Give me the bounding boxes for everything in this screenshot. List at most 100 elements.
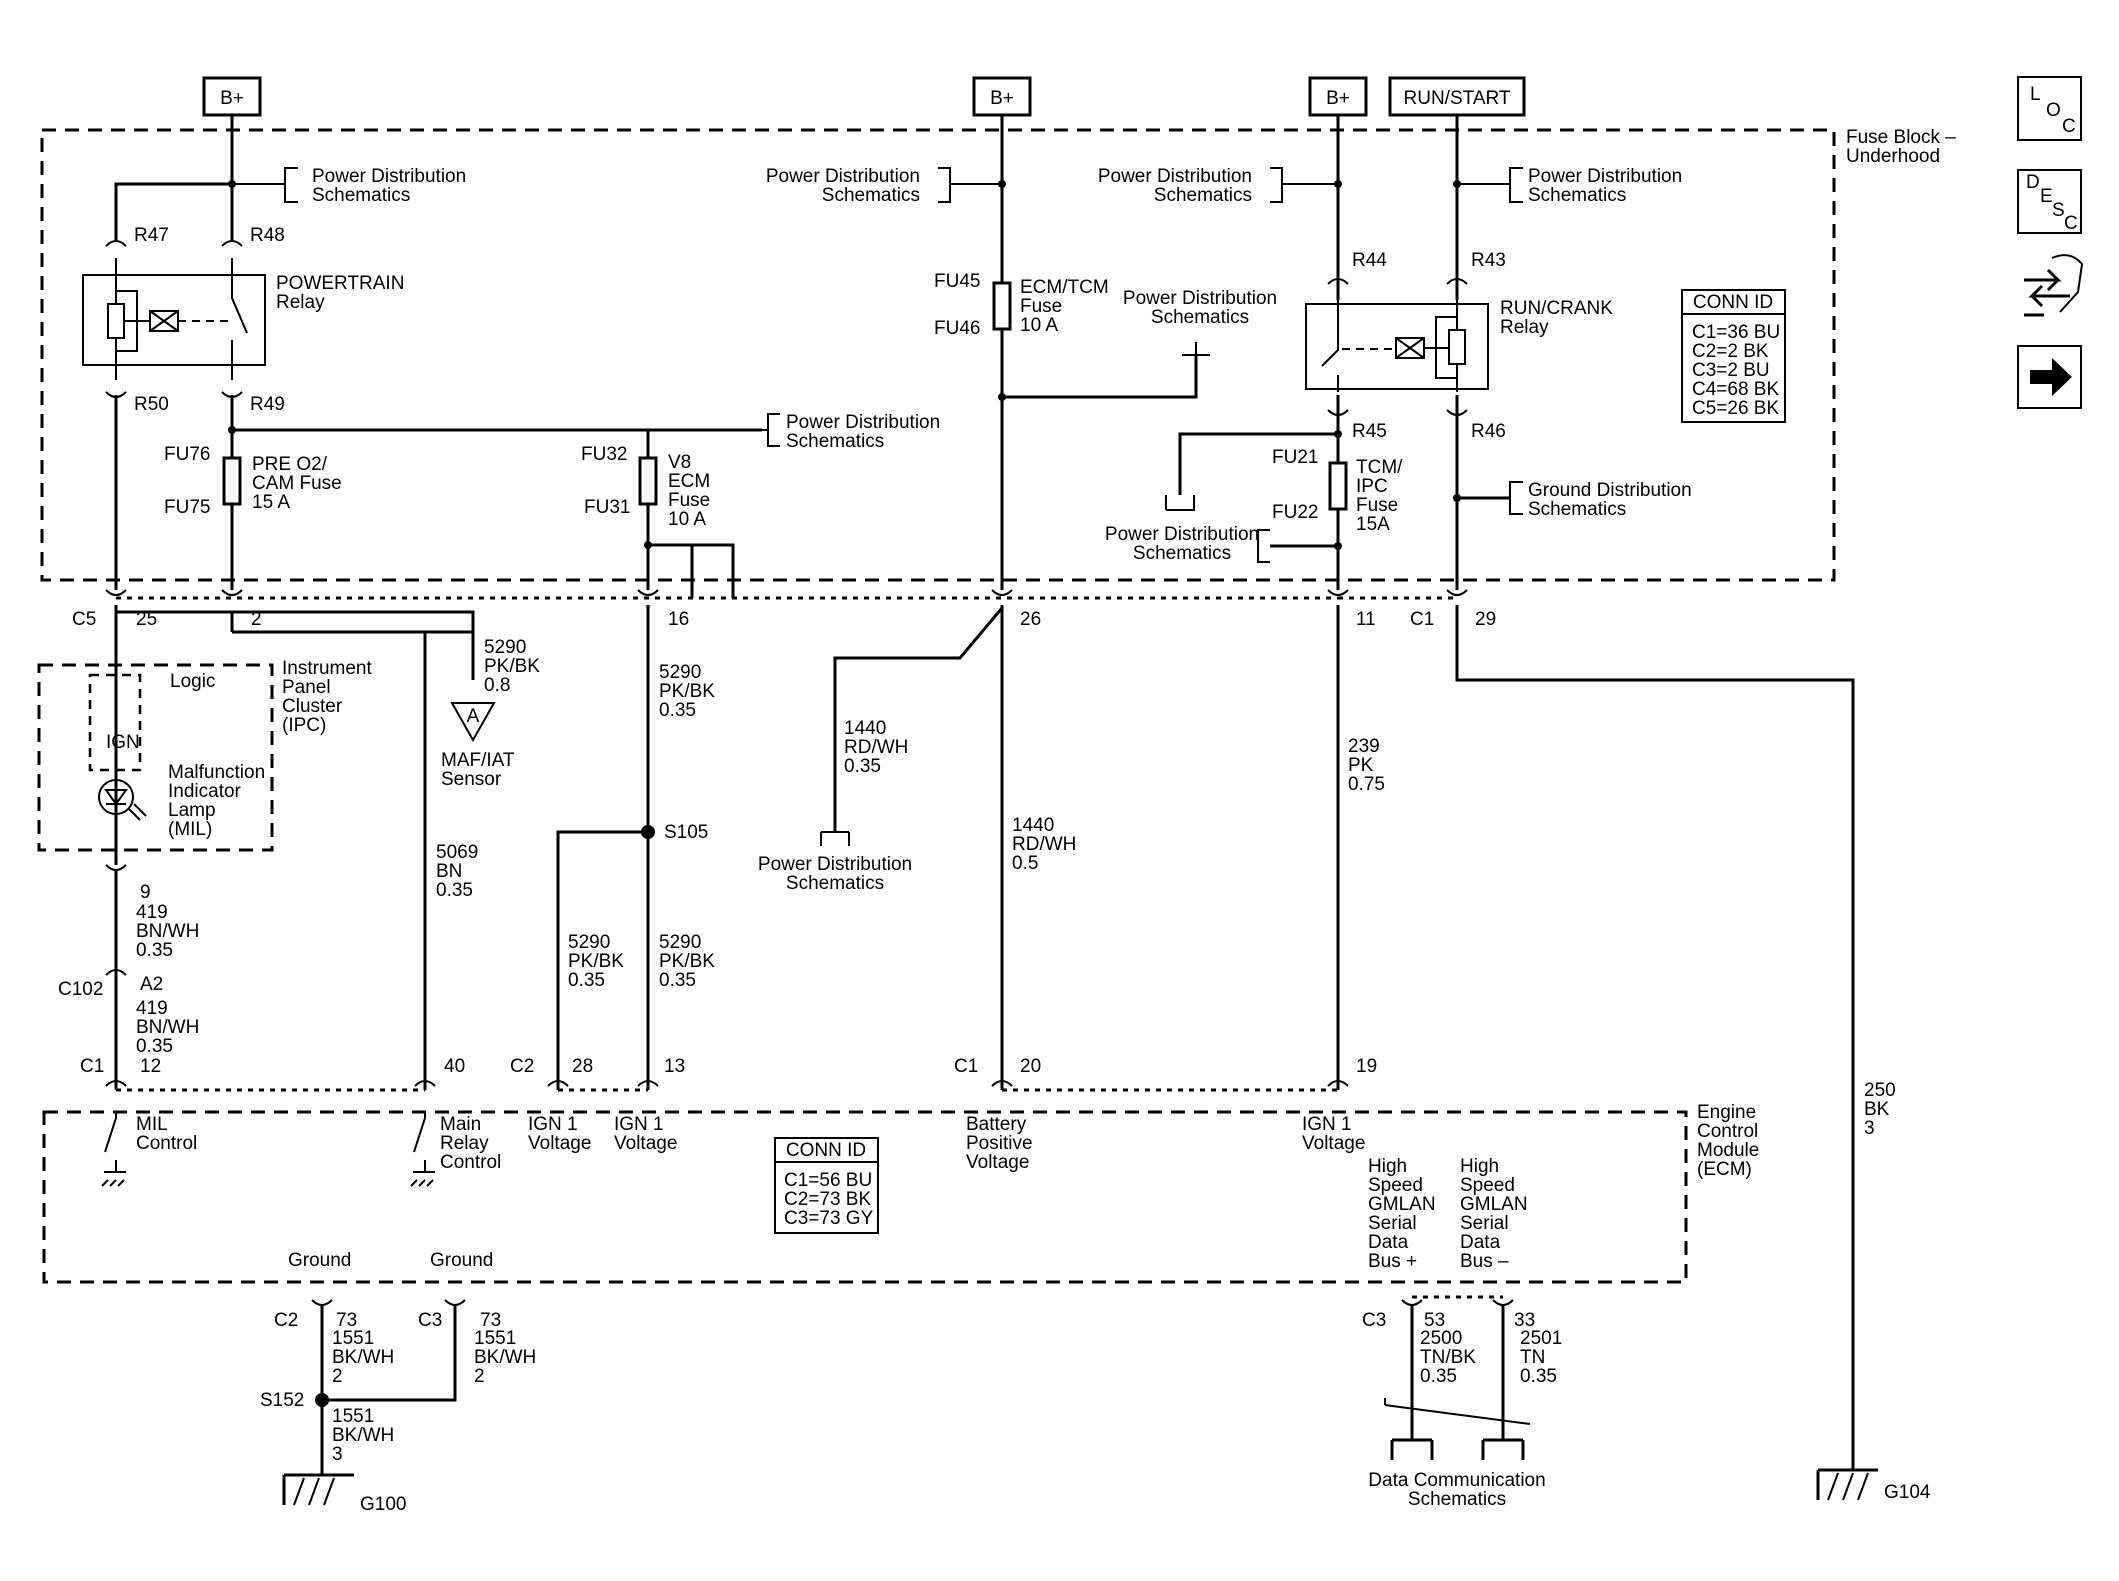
- svg-text:5290: 5290: [484, 637, 526, 658]
- svg-text:0.35: 0.35: [136, 1036, 173, 1057]
- pds-bracket-6: Power Distribution Schematics: [1123, 288, 1277, 356]
- svg-text:Main: Main: [440, 1114, 481, 1135]
- terminal-labels: R47 R48 R50 R49 R44 R43 R45 R46 FU76 FU7…: [134, 225, 1506, 523]
- svg-text:0.35: 0.35: [844, 756, 881, 777]
- svg-text:5290: 5290: [659, 932, 701, 953]
- pds-bracket-fuse22: [1257, 529, 1270, 563]
- pds-bracket-8: Power Distribution Schematics: [758, 831, 912, 894]
- svg-text:Schematics: Schematics: [822, 185, 920, 206]
- svg-text:Schematics: Schematics: [786, 873, 884, 894]
- svg-text:C: C: [2062, 116, 2076, 137]
- svg-text:0.35: 0.35: [659, 970, 696, 991]
- svg-text:FU45: FU45: [934, 271, 980, 292]
- svg-text:0.75: 0.75: [1348, 774, 1385, 795]
- svg-text:73: 73: [336, 1310, 357, 1331]
- fuse-v8-label-2: ECM: [668, 471, 710, 492]
- svg-text:GMLAN: GMLAN: [1368, 1194, 1436, 1215]
- desc-icon[interactable]: D E S C: [2017, 169, 2082, 234]
- svg-text:C2: C2: [274, 1310, 298, 1331]
- svg-text:2501: 2501: [1520, 1328, 1562, 1349]
- svg-text:G100: G100: [360, 1494, 406, 1515]
- svg-text:S: S: [2052, 200, 2065, 221]
- svg-text:High: High: [1368, 1156, 1407, 1177]
- svg-text:FU75: FU75: [164, 497, 210, 518]
- run-crank-relay-label-2: Relay: [1500, 317, 1549, 338]
- fuse-pre-o2-label-2: CAM Fuse: [252, 473, 342, 494]
- svg-text:FU76: FU76: [164, 444, 210, 465]
- splice-s105: [641, 825, 655, 839]
- svg-text:1440: 1440: [844, 718, 886, 739]
- next-arrow-icon[interactable]: [2017, 345, 2082, 409]
- connector-icon[interactable]: [2024, 254, 2084, 317]
- fuse-tcm-ipc: [1328, 461, 1348, 511]
- junction-dot: [998, 180, 1006, 188]
- mil-label-2: Indicator: [168, 781, 242, 802]
- svg-text:5290: 5290: [659, 662, 701, 683]
- svg-text:MIL: MIL: [136, 1114, 168, 1135]
- svg-text:C: C: [2064, 213, 2078, 234]
- ecm-label-4: (ECM): [1697, 1159, 1752, 1180]
- svg-text:419: 419: [136, 902, 168, 923]
- svg-text:13: 13: [664, 1056, 685, 1077]
- svg-text:26: 26: [1020, 609, 1041, 630]
- pds-bracket-2: Power Distribution Schematics: [766, 166, 1002, 206]
- power-label-b-plus-2: B+: [972, 76, 1032, 117]
- svg-text:0.35: 0.35: [568, 970, 605, 991]
- pds-bracket-5: Power Distribution Schematics: [762, 412, 940, 452]
- fuse-block-boundary: [40, 128, 1836, 582]
- svg-text:2: 2: [332, 1366, 343, 1387]
- mil-label-4: (MIL): [168, 819, 212, 840]
- svg-text:RD/WH: RD/WH: [844, 737, 908, 758]
- powertrain-relay-label-2: Relay: [276, 292, 325, 313]
- svg-text:Schematics: Schematics: [312, 185, 410, 206]
- splice-s152: [315, 1393, 329, 1407]
- svg-text:C2: C2: [510, 1056, 534, 1077]
- svg-text:Schematics: Schematics: [1528, 499, 1626, 520]
- svg-text:FU32: FU32: [581, 444, 627, 465]
- svg-text:GMLAN: GMLAN: [1460, 1194, 1528, 1215]
- svg-text:PK/BK: PK/BK: [568, 951, 624, 972]
- gds-bracket: Ground Distribution Schematics: [1509, 480, 1692, 520]
- svg-text:1551: 1551: [332, 1406, 374, 1427]
- svg-text:BK/WH: BK/WH: [332, 1347, 394, 1368]
- svg-text:B+: B+: [220, 88, 244, 109]
- ground-g100-icon: G100: [282, 1473, 406, 1515]
- conn-id-table-fuse-block: CONN ID C1=36 BU C2=2 BK C3=2 BU C4=68 B…: [1681, 289, 1786, 423]
- ecm-boundary: [42, 1110, 1688, 1284]
- maf-label-2: Sensor: [441, 769, 502, 790]
- svg-text:1440: 1440: [1012, 815, 1054, 836]
- svg-text:419: 419: [136, 998, 168, 1019]
- junction-dot: [1453, 180, 1461, 188]
- run-crank-relay-label: RUN/CRANK: [1500, 298, 1613, 319]
- svg-text:R48: R48: [250, 225, 285, 246]
- svg-text:Power Distribution: Power Distribution: [312, 166, 466, 187]
- svg-text:R50: R50: [134, 394, 169, 415]
- connector-labels: 9 C102 A2 C1 12 40 C2 28 13 C1 20 19 C2 …: [58, 882, 1535, 1331]
- svg-text:Voltage: Voltage: [614, 1133, 677, 1154]
- svg-text:Data: Data: [1460, 1232, 1501, 1253]
- svg-text:TN/BK: TN/BK: [1420, 1347, 1476, 1368]
- maf-label: MAF/IAT: [441, 750, 515, 771]
- svg-text:239: 239: [1348, 736, 1380, 757]
- svg-text:IGN 1: IGN 1: [614, 1114, 664, 1135]
- loc-icon[interactable]: L O C: [2017, 76, 2082, 141]
- svg-text:Ground: Ground: [288, 1250, 351, 1271]
- fuse-tcm-ipc-label: TCM/: [1356, 457, 1403, 478]
- svg-text:R47: R47: [134, 225, 169, 246]
- svg-text:Schematics: Schematics: [1154, 185, 1252, 206]
- svg-text:Ground: Ground: [430, 1250, 493, 1271]
- svg-text:0.35: 0.35: [436, 880, 473, 901]
- svg-text:BK/WH: BK/WH: [332, 1425, 394, 1446]
- fuse-pre-o2-label: PRE O2/: [252, 454, 328, 475]
- svg-text:IGN 1: IGN 1: [1302, 1114, 1352, 1135]
- svg-text:12: 12: [140, 1056, 161, 1077]
- svg-text:Schematics: Schematics: [1151, 307, 1249, 328]
- svg-text:FU22: FU22: [1272, 502, 1318, 523]
- ecm-pin-labels: MIL Control Main Relay Control IGN 1 Vol…: [136, 1114, 1528, 1272]
- junction-dot: [1453, 494, 1461, 502]
- fuse-pre-o2-label-3: 15 A: [252, 492, 290, 513]
- svg-text:RUN/START: RUN/START: [1404, 88, 1511, 109]
- fuse-pre-o2: [222, 456, 242, 506]
- svg-text:1551: 1551: [332, 1328, 374, 1349]
- svg-text:16: 16: [668, 609, 689, 630]
